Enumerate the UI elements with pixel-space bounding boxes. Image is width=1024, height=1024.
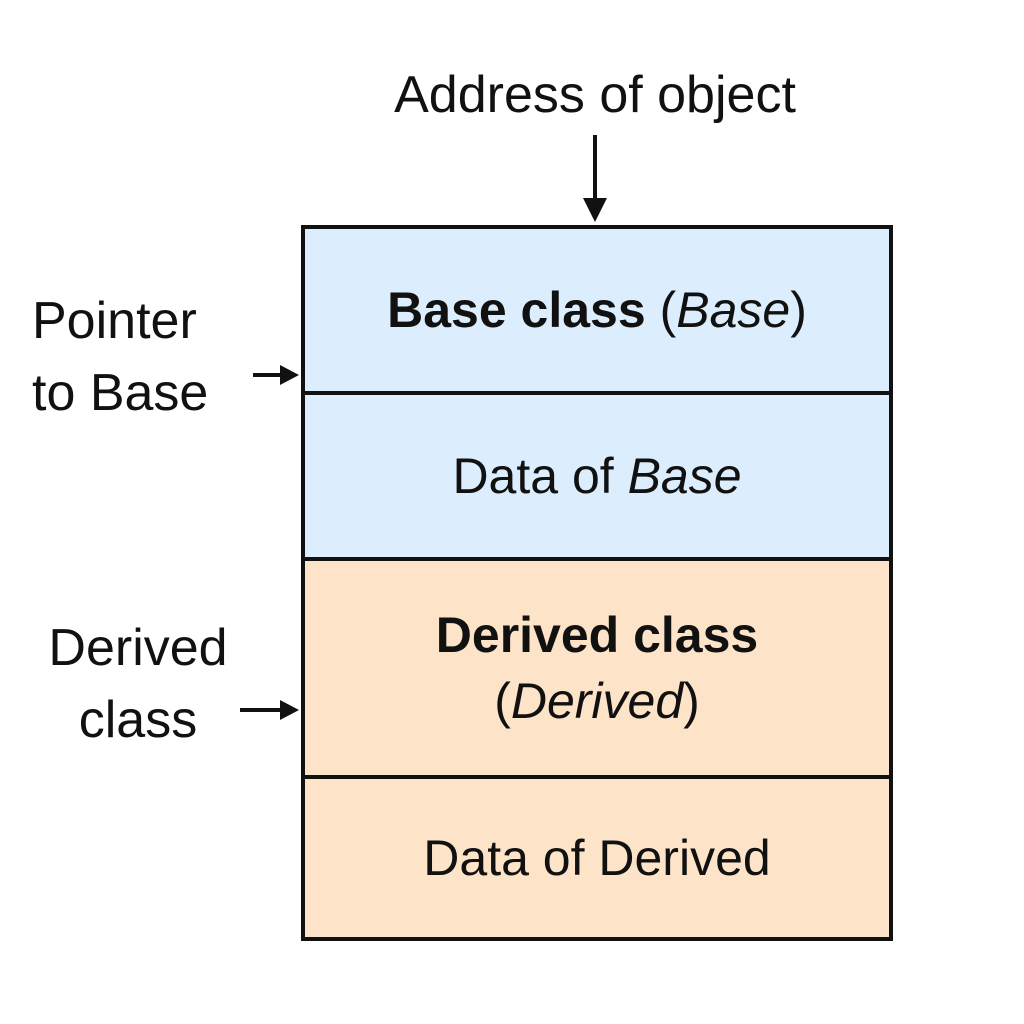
address-arrow: [583, 135, 607, 222]
base-class-segment: Base class (Base): [305, 229, 889, 391]
pointer-to-base-label: Pointer to Base: [32, 285, 208, 429]
derived-label-line-1: Derived: [48, 619, 228, 677]
derived-label-line-2: class: [78, 691, 198, 749]
base-class-close-paren: ): [790, 282, 807, 338]
pointer-label-line-2: to Base: [32, 364, 209, 422]
object-memory-layout: Base class (Base) Data of Base Derived c…: [301, 225, 893, 941]
derived-data-segment: Data of Derived: [305, 775, 889, 937]
derived-class-close-paren: ): [683, 673, 700, 729]
derived-class-type: Derived: [510, 673, 684, 729]
base-class-type: Base: [676, 282, 791, 338]
derived-class-label: Derived class: [32, 612, 244, 756]
derived-class-open-paren: (: [494, 673, 511, 729]
pointer-to-base-arrow: [253, 365, 299, 385]
base-class-title: Base class (Base): [387, 277, 807, 343]
address-of-object-label: Address of object: [394, 66, 796, 124]
base-data-prefix: Data of: [452, 448, 628, 504]
base-class-name: Base class: [387, 282, 646, 338]
base-data-type: Base: [627, 448, 742, 504]
derived-class-type-line: (Derived): [494, 668, 700, 734]
pointer-label-line-1: Pointer: [32, 292, 197, 350]
derived-class-segment: Derived class (Derived): [305, 557, 889, 775]
base-class-open-paren: (: [659, 282, 677, 338]
base-data-segment: Data of Base: [305, 391, 889, 557]
derived-class-arrow: [240, 700, 299, 720]
derived-data-text: Data of Derived: [423, 830, 771, 886]
derived-class-name: Derived class: [435, 607, 759, 663]
base-data-text: Data of Base: [452, 443, 741, 509]
